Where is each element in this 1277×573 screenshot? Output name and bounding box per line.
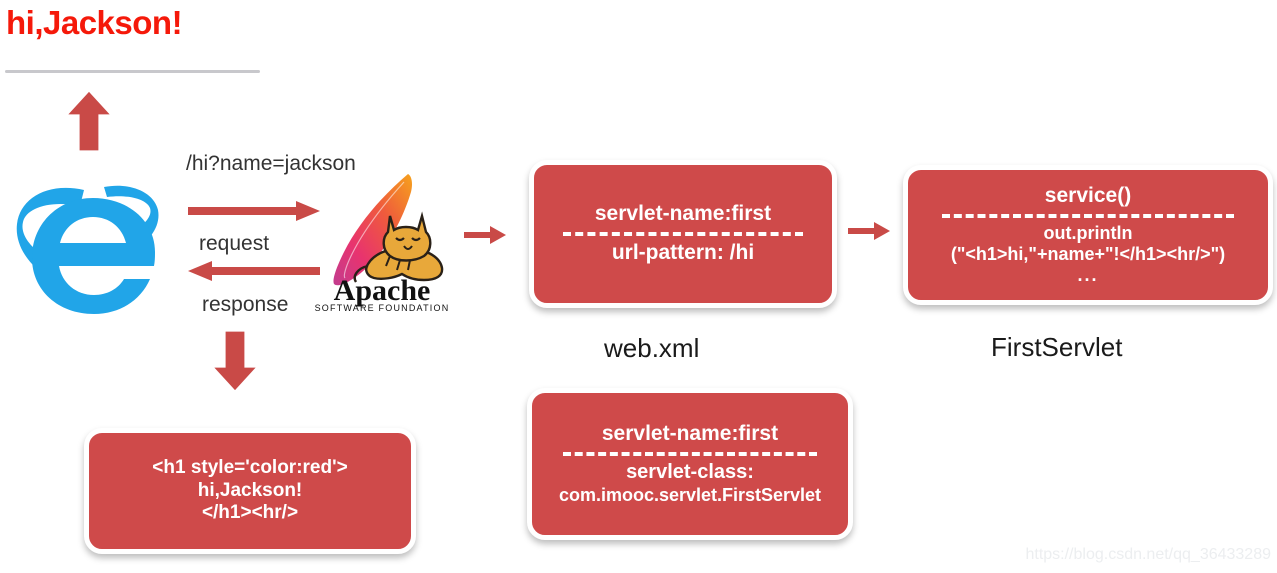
svg-text:SOFTWARE FOUNDATION: SOFTWARE FOUNDATION xyxy=(315,303,450,313)
first-servlet-box: service() out.println ("<h1>hi,"+name+"!… xyxy=(903,165,1273,305)
servlet-mapping-name: servlet-name:first xyxy=(594,202,772,226)
response-down-arrow-icon xyxy=(212,330,258,392)
servlet-mapping-url-pattern: url-pattern: /hi xyxy=(611,241,755,264)
webxml-caption: web.xml xyxy=(604,333,700,363)
servlet-ellipsis: ... xyxy=(1077,265,1099,285)
response-arrow-icon xyxy=(188,261,320,281)
servlet-declaration-class-label: servlet-class: xyxy=(626,460,754,483)
response-html-close-tag: </h1><hr/> xyxy=(201,502,299,524)
first-servlet-caption: FirstServlet xyxy=(991,332,1123,362)
servlet-println-argument: ("<h1>hi,"+name+"!</h1><hr/>") xyxy=(950,243,1226,264)
servlet-out-println: out.println xyxy=(1043,222,1133,243)
request-url-label: /hi?name=jackson xyxy=(186,152,356,175)
request-label: request xyxy=(199,232,270,255)
box-dashed-separator xyxy=(563,232,803,236)
internet-explorer-logo-icon xyxy=(16,185,159,314)
response-html-content: hi,Jackson! xyxy=(197,479,303,501)
apache-tomcat-logo-icon: Apache SOFTWARE FOUNDATION xyxy=(315,174,450,313)
response-label: response xyxy=(202,293,289,316)
servlet-declaration-class-value: com.imooc.servlet.FirstServlet xyxy=(558,484,822,505)
box-dashed-separator xyxy=(562,451,818,456)
servlet-declaration-box: servlet-name:first servlet-class: com.im… xyxy=(527,388,853,540)
html-response-box: <h1 style='color:red'> hi,Jackson! </h1>… xyxy=(84,428,416,554)
svg-text:Apache: Apache xyxy=(334,274,431,307)
servlet-declaration-name: servlet-name:first xyxy=(601,422,779,446)
tomcat-to-webxml-arrow-icon xyxy=(464,226,506,244)
render-up-arrow-icon xyxy=(66,90,112,152)
box-dashed-separator xyxy=(941,213,1235,218)
browser-output-heading: hi,Jackson! xyxy=(6,4,183,41)
servlet-mapping-box: servlet-name:first url-pattern: /hi xyxy=(529,160,837,308)
webxml-to-servlet-arrow-icon xyxy=(848,222,890,240)
response-html-open-tag: <h1 style='color:red'> xyxy=(152,457,348,479)
browser-output-horizontal-rule xyxy=(5,70,260,73)
request-arrow-icon xyxy=(188,201,320,221)
servlet-service-method: service() xyxy=(1044,183,1132,207)
watermark-text: https://blog.csdn.net/qq_36433289 xyxy=(1025,546,1271,563)
